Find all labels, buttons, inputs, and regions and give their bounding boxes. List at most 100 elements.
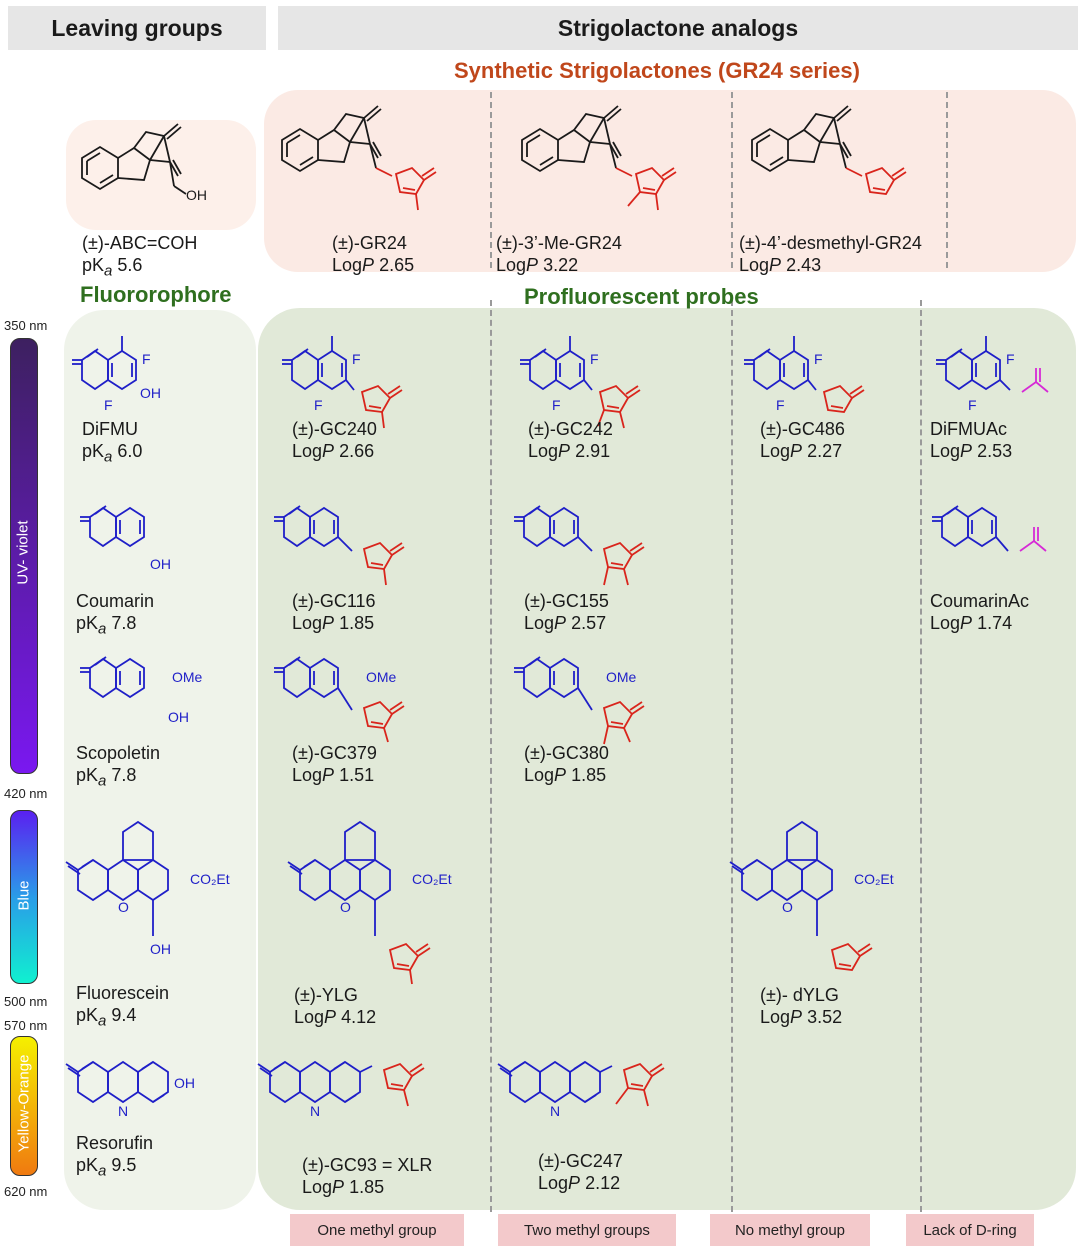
fluorescein-oh-label: OH bbox=[150, 941, 171, 957]
footer-no-methyl: No methyl group bbox=[710, 1214, 870, 1246]
profluorescent-probes-title: Profluorescent probes bbox=[524, 284, 759, 309]
gr24-structure bbox=[281, 105, 437, 211]
gr24-divider-3 bbox=[946, 92, 948, 268]
3-me-gr24-structure bbox=[521, 105, 677, 211]
gc155-name: (±)-GC155 LogP 2.57 bbox=[524, 591, 609, 633]
gc380-name: (±)-GC380 LogP 1.85 bbox=[524, 743, 609, 785]
wavelength-420: 420 nm bbox=[4, 786, 48, 801]
uv-violet-band: UV- violet bbox=[10, 338, 38, 774]
gc247-structure: N bbox=[497, 1061, 665, 1119]
gc486-f-label: F bbox=[814, 351, 823, 367]
probe-divider-3 bbox=[920, 300, 922, 1212]
resorufin-n-label: N bbox=[118, 1103, 128, 1119]
gr24-panel bbox=[264, 90, 1076, 272]
difmuac-f-label: F bbox=[1006, 351, 1015, 367]
resorufin-name: Resorufin pKa 9.5 bbox=[76, 1133, 154, 1180]
gc242-structure: F F bbox=[519, 336, 641, 429]
strigolactone-analogs-header: Strigolactone analogs bbox=[278, 6, 1078, 50]
ylg-co2et-label: CO₂Et bbox=[412, 871, 452, 887]
fluorophore-panel bbox=[64, 310, 256, 1210]
leaving-groups-header: Leaving groups bbox=[8, 6, 266, 50]
3-me-gr24-name: (±)-3’-Me-GR24 LogP 3.22 bbox=[496, 233, 622, 275]
gc242-f-label: F bbox=[590, 351, 599, 367]
synthetic-strigolactones-title: Synthetic Strigolactones (GR24 series) bbox=[454, 58, 860, 83]
gc247-n-label: N bbox=[550, 1103, 560, 1119]
4-desmethyl-gr24-name: (±)-4’-desmethyl-GR24 LogP 2.43 bbox=[739, 233, 922, 275]
dylg-o-label: O bbox=[782, 899, 793, 915]
wavelength-570: 570 nm bbox=[4, 1018, 48, 1033]
difmu-name: DiFMU pKa 6.0 bbox=[82, 419, 143, 466]
coumarinac-name: CoumarinAc LogP 1.74 bbox=[930, 591, 1030, 633]
gc116-name: (±)-GC116 LogP 1.85 bbox=[292, 591, 376, 633]
scopoletin-structure: OMe OH bbox=[79, 656, 203, 725]
abc-oh-label: OH bbox=[186, 187, 207, 203]
fluorescein-co2et-label: CO₂Et bbox=[190, 871, 230, 887]
gc242-name: (±)-GC242 LogP 2.91 bbox=[528, 419, 613, 461]
scopoletin-ome-label: OMe bbox=[172, 669, 203, 685]
gr24-divider-2 bbox=[731, 92, 733, 268]
difmu-f-label: F bbox=[142, 351, 151, 367]
gc379-name: (±)-GC379 LogP 1.51 bbox=[292, 743, 377, 785]
difmu-f2-label: F bbox=[104, 397, 113, 413]
gc379-structure: OMe bbox=[273, 656, 405, 743]
ylg-o-label: O bbox=[340, 899, 351, 915]
gc240-f2-label: F bbox=[314, 397, 323, 413]
footer-two-methyl: Two methyl groups bbox=[498, 1214, 676, 1246]
probe-divider-2 bbox=[731, 300, 733, 1212]
ylg-structure: O CO₂Et bbox=[287, 821, 452, 985]
footer-one-methyl: One methyl group bbox=[290, 1214, 464, 1246]
gr24-divider-1 bbox=[490, 92, 492, 268]
scopoletin-name: Scopoletin pKa 7.8 bbox=[76, 743, 161, 790]
dylg-name: (±)- dYLG LogP 3.52 bbox=[760, 985, 843, 1027]
gc380-structure: OMe bbox=[513, 656, 645, 745]
4-desmethyl-gr24-structure bbox=[751, 105, 907, 195]
probes-panel bbox=[258, 308, 1076, 1210]
resorufin-structure: N OH bbox=[65, 1061, 195, 1119]
wavelength-500: 500 nm bbox=[4, 994, 48, 1009]
footer-lack-d-ring: Lack of D-ring bbox=[906, 1214, 1034, 1246]
difmuac-f2-label: F bbox=[968, 397, 977, 413]
gc242-f2-label: F bbox=[552, 397, 561, 413]
gc486-f2-label: F bbox=[776, 397, 785, 413]
gc486-name: (±)-GC486 LogP 2.27 bbox=[760, 419, 845, 461]
coumarin-name: Coumarin pKa 7.8 bbox=[76, 591, 155, 638]
gc379-ome-label: OMe bbox=[366, 669, 397, 685]
dylg-structure: O CO₂Et bbox=[729, 821, 894, 971]
gc247-name: (±)-GC247 LogP 2.12 bbox=[538, 1151, 623, 1193]
fluorescein-name: Fluorescein pKa 9.4 bbox=[76, 983, 170, 1030]
coumarin-oh-label: OH bbox=[150, 556, 171, 572]
gc93-structure: N bbox=[257, 1061, 425, 1119]
gc380-ome-label: OMe bbox=[606, 669, 637, 685]
probe-divider-1 bbox=[490, 300, 492, 1212]
yellow-orange-band: Yellow-Orange bbox=[10, 1036, 38, 1176]
gc240-structure: F F bbox=[281, 336, 403, 429]
resorufin-oh-label: OH bbox=[174, 1075, 195, 1091]
abc-panel bbox=[66, 120, 256, 230]
difmu-oh-label: OH bbox=[140, 385, 161, 401]
gc116-structure bbox=[273, 505, 405, 586]
fluorescein-o-label: O bbox=[118, 899, 129, 915]
difmuac-structure: F F bbox=[935, 336, 1049, 413]
difmu-structure: F OH F bbox=[71, 336, 161, 413]
abc-coh-structure: OH bbox=[81, 123, 207, 203]
scopoletin-oh-label: OH bbox=[168, 709, 189, 725]
gr24-name: (±)-GR24 LogP 2.65 bbox=[332, 233, 415, 275]
wavelength-620: 620 nm bbox=[4, 1184, 48, 1199]
gc155-structure bbox=[513, 505, 645, 586]
coumarinac-structure bbox=[931, 505, 1047, 552]
gc240-f-label: F bbox=[352, 351, 361, 367]
difmuac-name: DiFMUAc LogP 2.53 bbox=[930, 419, 1013, 461]
blue-band: Blue bbox=[10, 810, 38, 984]
gc93-n-label: N bbox=[310, 1103, 320, 1119]
ylg-name: (±)-YLG LogP 4.12 bbox=[294, 985, 377, 1027]
dylg-co2et-label: CO₂Et bbox=[854, 871, 894, 887]
abc-coh-name: (±)-ABC=COH pKa 5.6 bbox=[82, 233, 198, 280]
gc486-structure: F F bbox=[743, 336, 865, 413]
wavelength-350: 350 nm bbox=[4, 318, 48, 333]
gc93-name: (±)-GC93 = XLR LogP 1.85 bbox=[302, 1155, 433, 1197]
fluorophore-title: Fluororophore bbox=[80, 282, 232, 307]
fluorescein-structure: O CO₂Et OH bbox=[65, 821, 230, 957]
gc240-name: (±)-GC240 LogP 2.66 bbox=[292, 419, 377, 461]
coumarin-structure: OH bbox=[79, 505, 171, 572]
